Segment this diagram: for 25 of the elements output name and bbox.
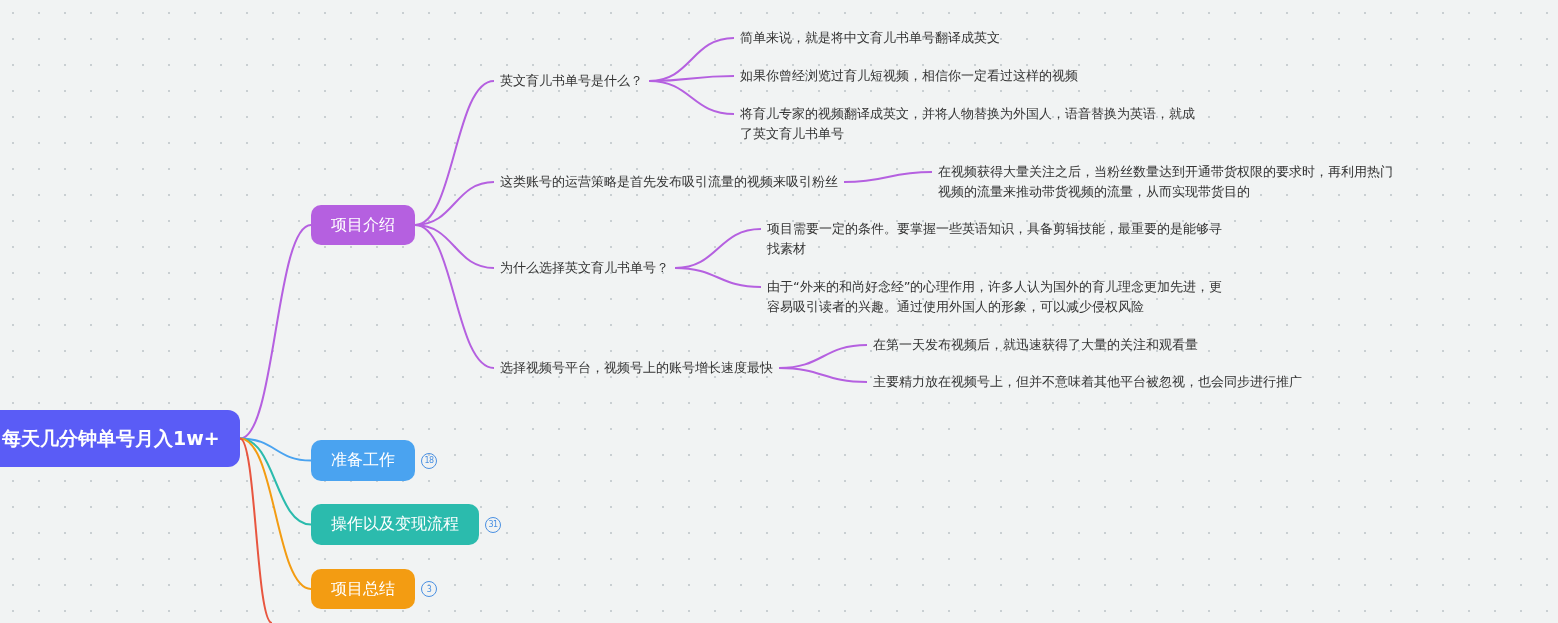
subtopic-text: 在第一天发布视频后，就迅速获得了大量的关注和观看量 xyxy=(873,335,1198,355)
branch-line xyxy=(674,267,762,288)
subtopic-text: 在视频获得大量关注之后，当粉丝数量达到开通带货权限的要求时，再利用热门视频的流量来推动带货视频的流量，从而实现带货目的 xyxy=(938,162,1403,202)
branch-line xyxy=(648,80,735,115)
subtopic-text: 英文育儿书单号是什么？ xyxy=(500,71,643,91)
subtopic-text: 简单来说，就是将中文育儿书单号翻译成英文 xyxy=(740,28,1000,48)
subtopic-text: 将育儿专家的视频翻译成英文，并将人物替换为外国人，语音替换为英语，就成了英文育儿书单号 xyxy=(740,104,1205,144)
branch-line xyxy=(239,437,273,623)
subtopic-text: 主要精力放在视频号上，但并不意味着其他平台被忽视，也会同步进行推广 xyxy=(873,372,1343,392)
branch-line xyxy=(239,437,312,590)
topic-box: 准备工作 xyxy=(311,440,415,481)
subtopic-text: 这类账号的运营策略是首先发布吸引流量的视频来吸引粉丝 xyxy=(500,172,838,192)
subtopic-text: 由于“外来的和尚好念经”的心理作用，许多人认为国外的育儿理念更加先进，更容易吸引读者的兴趣。通过使用外国人的形象，可以减少侵权风险 xyxy=(767,277,1232,317)
subtopic-text: 选择视频号平台，视频号上的账号增长速度最快 xyxy=(500,358,773,378)
branch-line xyxy=(414,224,495,369)
root-topic: 每天几分钟单号月入1w+ xyxy=(0,410,240,467)
topic-box: 项目介绍 xyxy=(311,205,415,245)
topic-box: 操作以及变现流程 xyxy=(311,504,479,545)
subtopic-text: 为什么选择英文育儿书单号？ xyxy=(500,258,669,278)
subtopic-text: 如果你曾经浏览过育儿短视频，相信你一定看过这样的视频 xyxy=(740,66,1078,86)
topic-box: 项目总结 xyxy=(311,569,415,609)
branch-line xyxy=(843,171,933,183)
subtopic-text: 项目需要一定的条件。要掌握一些英语知识，具备剪辑技能，最重要的是能够寻找素材 xyxy=(767,219,1232,259)
branch-line xyxy=(239,224,312,440)
branch-line xyxy=(778,367,868,383)
